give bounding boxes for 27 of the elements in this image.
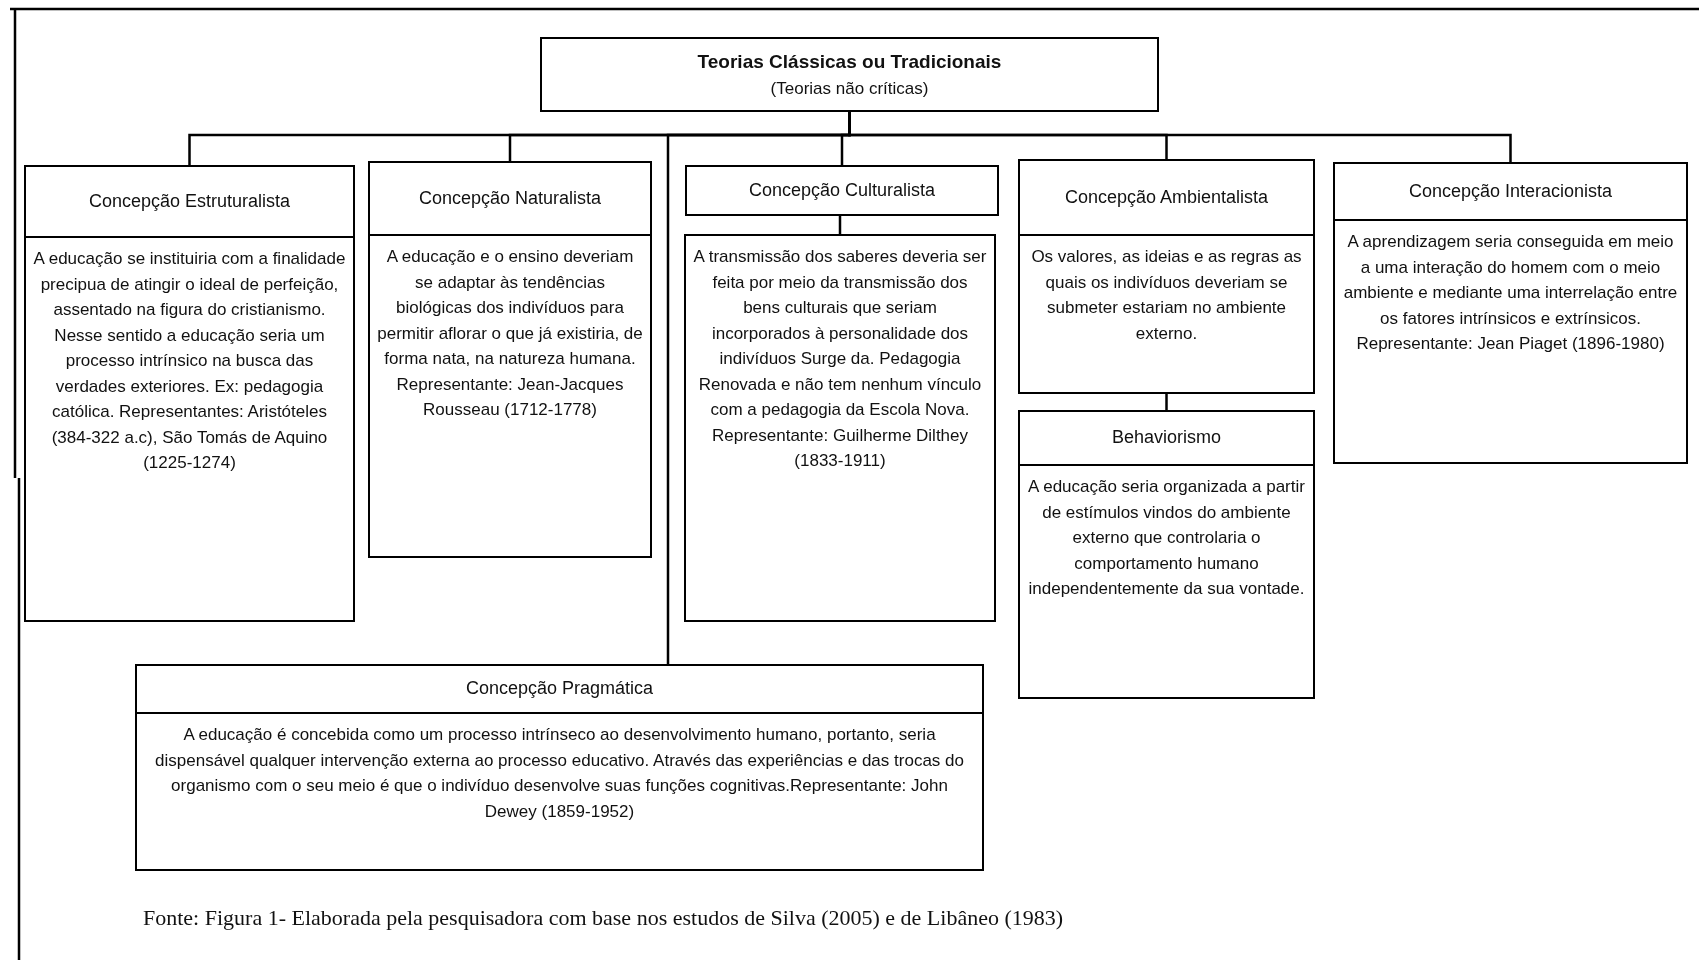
box-heading: Concepção Pragmática — [465, 677, 654, 701]
concept-box — [24, 165, 355, 622]
figure-caption: Fonte: Figura 1- Elaborada pela pesquisadora com base nos estudos de Silva (2005) e de Libâneo (1983) — [143, 905, 1064, 931]
box-text: A educação é concebida como um processo intrínseco ao desenvolvimento humano, portanto, seria dispensável qualquer intervenção externa ao processo educativo. Através das experiências e das trocas do organismo com o seu meio é que o indivíduo desenvolve suas funções cognitivas.Representante: John Dewey (1859-1952) — [154, 724, 965, 823]
concept-box — [1018, 410, 1315, 699]
box-text: A educação seria organizada a partir de estímulos vindos do ambiente externo que controlaria o comportamento humano independentemente da sua vontade. — [1027, 476, 1306, 600]
box-heading: Concepção Interacionista — [1408, 179, 1613, 203]
box-heading: Concepção Naturalista — [418, 186, 602, 210]
concept-box — [1018, 159, 1315, 394]
box-heading: Concepção Culturalista — [748, 178, 936, 202]
connector-line — [1165, 394, 1168, 410]
concept-box — [368, 161, 652, 558]
box-text: A aprendizagem seria conseguida em meio a uma interação do homem com o meio ambiente e mediante uma interrelação entre os fatores intrínsicos e extrínsicos. Representante: Jean Piaget (1896-1980) — [1342, 231, 1679, 355]
box-subheading: (Teorias não críticas) — [770, 78, 929, 100]
box-heading: Concepção Ambientalista — [1064, 185, 1269, 209]
box-text: A educação e o ensino deveriam se adaptar às tendências biológicas dos indivíduos para permitir aflorar o que já existiria, de forma nata, na natureza humana. Representante: Jean-Jacques Rousseau (1712-1778) — [376, 246, 644, 421]
concept-box — [1333, 162, 1688, 464]
concept-box — [135, 664, 984, 871]
title-box — [540, 37, 1159, 112]
box-heading: Concepção Estruturalista — [88, 189, 291, 213]
box-text: Os valores, as ideias e as regras as quais os indivíduos deveriam se submeter estariam no ambiente externo. — [1030, 246, 1303, 345]
box-text: A transmissão dos saberes deveria ser feita por meio da transmissão dos bens culturais que seriam incorporados à personalidade dos indivíduos Surge da. Pedagogia Renovada e não tem nenhum vínculo com a pedagogia da Escola Nova. Representante: Guilherme Dilthey (1833-1911) — [692, 246, 988, 472]
concept-box — [685, 165, 999, 216]
box-heading: Behaviorismo — [1111, 426, 1221, 450]
concept-box — [684, 234, 996, 622]
box-text: A educação se instituiria com a finalidade precipua de atingir o ideal de perfeição, assentado na figura do cristianismo. Nesse sentido a educação seria um processo intrínsico na busca das verdades exteriores. Ex: pedagogia católica. Representantes: Aristóteles (384-322 a.c), São Tomás de Aquino (1225-1274) — [32, 248, 347, 474]
box-heading: Teorias Clássicas ou Tradicionais — [697, 49, 1002, 74]
